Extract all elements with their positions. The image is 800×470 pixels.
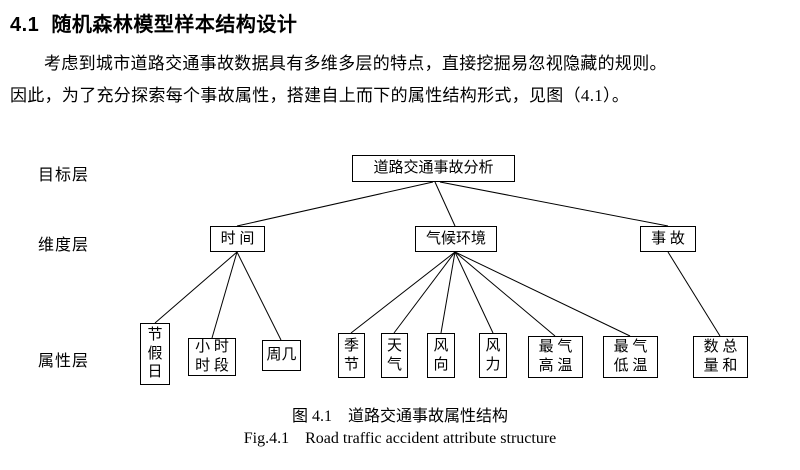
connector-line (454, 251, 494, 334)
connector-line (350, 251, 456, 334)
paragraph-line-1: 考虑到城市道路交通事故数据具有多维多层的特点，直接挖掘易忽视隐藏的规则。 (44, 54, 667, 73)
paragraph-line-2: 因此，为了充分探索每个事故属性，搭建自上而下的属性结构形式，见图（4.1）。 (10, 86, 630, 105)
connector-line (439, 181, 669, 227)
layer-label-target: 目标层 (38, 167, 90, 184)
connector-line (454, 251, 556, 337)
figure-caption-en: Fig.4.1 Road traffic accident attribute … (243, 430, 557, 447)
connector-line (154, 251, 238, 324)
node-accident: 事 故 (640, 226, 696, 252)
layer-label-attribute: 属性层 (38, 353, 90, 370)
node-time: 时 间 (210, 226, 265, 252)
node-weekday: 周几 (262, 340, 301, 371)
connector-line (236, 181, 434, 227)
connector-line (434, 181, 456, 227)
node-holiday: 节 假 日 (140, 323, 170, 385)
layer-label-dimension: 维度层 (38, 237, 90, 254)
node-season: 季 节 (338, 333, 365, 378)
node-root: 道路交通事故分析 (352, 155, 515, 182)
connector-line (440, 251, 456, 334)
connector-line (236, 251, 282, 341)
connector-line (211, 251, 238, 339)
node-climate: 气候环境 (415, 226, 497, 252)
node-max-temperature: 最 气 高 温 (528, 336, 583, 378)
node-count-total: 数 总 量 和 (693, 336, 748, 378)
connector-line (454, 251, 631, 337)
connector-line (393, 251, 456, 334)
figure-caption-zh: 图 4.1 道路交通事故属性结构 (291, 408, 508, 425)
node-wind-direction: 风 向 (427, 333, 455, 378)
node-weather: 天 气 (381, 333, 408, 378)
node-hour-period: 小 时 时 段 (188, 338, 236, 376)
node-wind-force: 风 力 (479, 333, 507, 378)
node-min-temperature: 最 气 低 温 (603, 336, 658, 378)
connector-line (667, 251, 721, 337)
section-heading: 4.1 随机森林模型样本结构设计 (10, 14, 298, 36)
